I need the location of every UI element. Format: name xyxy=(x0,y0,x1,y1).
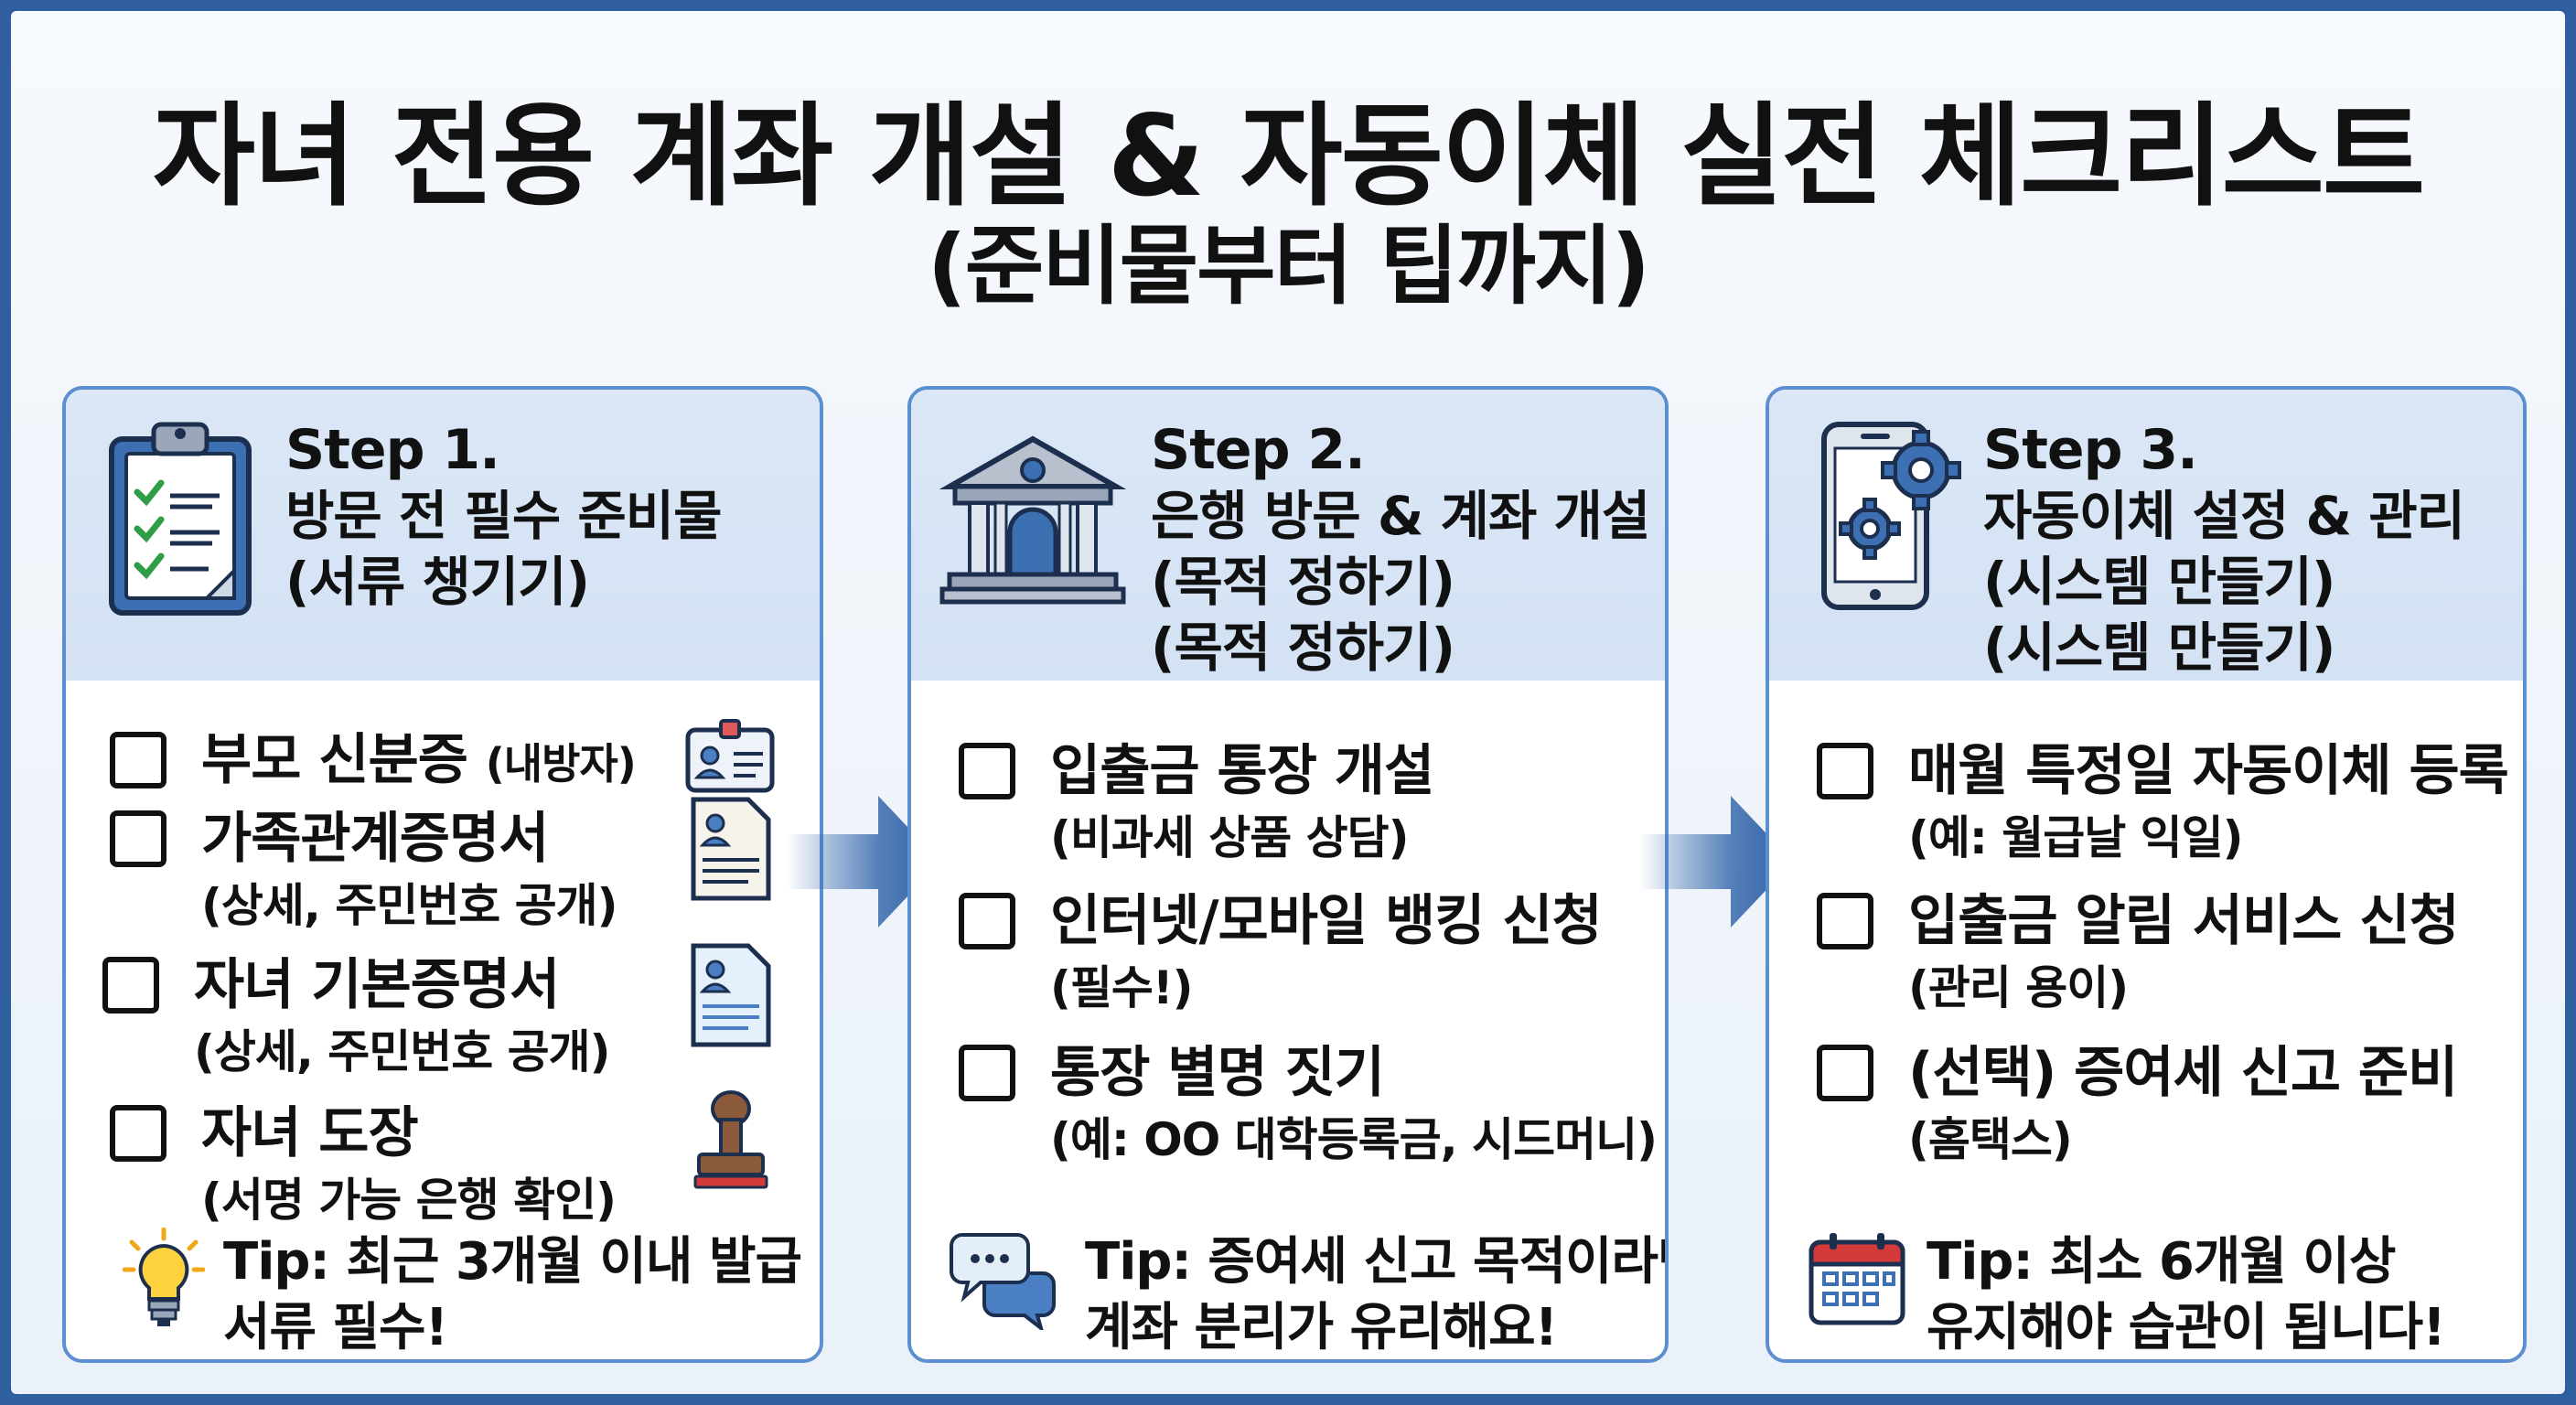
step-subtitle: (목적 정하기) xyxy=(1151,617,1455,679)
clipboard-checklist-icon xyxy=(109,422,252,616)
step-3-tip: Tip: 최소 6개월 이상 유지해야 습관이 됩니다! xyxy=(1927,1229,2446,1359)
checkbox[interactable] xyxy=(102,957,159,1014)
item-label: 입출금 알림 서비스 신청 xyxy=(1908,889,2460,953)
page-subtitle: (준비물부터 팁까지) xyxy=(927,217,1651,316)
tip-line: 계좌 분리가 유리해요! xyxy=(1085,1298,1558,1357)
step-label: Step 1. xyxy=(285,418,500,482)
item-label: 자녀 도장 xyxy=(201,1101,419,1165)
smartphone-gears-icon xyxy=(1821,422,1961,610)
checkbox[interactable] xyxy=(110,1105,166,1162)
step-2-card: Step 2. 은행 방문 & 계좌 개설 (목적 정하기) (목적 정하기) … xyxy=(907,386,1669,1363)
item-note: (비과세 상품 상담) xyxy=(1050,811,1410,864)
chat-bubbles-icon xyxy=(950,1233,1056,1330)
checkbox[interactable] xyxy=(110,810,166,867)
checklist-item[interactable]: 매월 특정일 자동이체 등록 (예: 월급날 익일) xyxy=(1817,735,2512,873)
checkbox[interactable] xyxy=(1817,1045,1873,1101)
item-note: (예: 월급날 익일) xyxy=(1908,811,2244,864)
step-subtitle: (시스템 만들기) xyxy=(1983,617,2335,679)
item-label: 매월 특정일 자동이체 등록 xyxy=(1908,739,2509,803)
item-note: (서명 가능 은행 확인) xyxy=(201,1174,617,1227)
page-title: 자녀 전용 계좌 개설 & 자동이체 실전 체크리스트 xyxy=(152,91,2425,221)
step-1-tip: Tip: 최근 3개월 이내 발급 서류 필수! xyxy=(223,1229,802,1359)
checklist-item[interactable]: 입출금 통장 개설 (비과세 상품 상담) xyxy=(959,735,1654,873)
item-note: (필수!) xyxy=(1050,961,1194,1014)
step-title: 자동이체 설정 & 관리 xyxy=(1983,485,2465,547)
checklist-item[interactable]: 입출금 알림 서비스 신청 (관리 용이) xyxy=(1817,885,2512,1023)
lightbulb-icon xyxy=(123,1228,205,1326)
tip-line: Tip: 최근 3개월 이내 발급 xyxy=(223,1232,802,1292)
checkbox[interactable] xyxy=(959,743,1015,799)
item-note: (내방자) xyxy=(485,739,637,788)
step-3-header: Step 3. 자동이체 설정 & 관리 (시스템 만들기) (시스템 만들기) xyxy=(1769,390,2523,681)
step-1-heading: Step 1. 방문 전 필수 준비물 (서류 챙기기) xyxy=(285,417,722,615)
checkbox[interactable] xyxy=(1817,743,1873,799)
step-label: Step 2. xyxy=(1151,418,1366,482)
calendar-icon xyxy=(1809,1233,1905,1325)
checkbox[interactable] xyxy=(959,1045,1015,1101)
step-subtitle: (목적 정하기) xyxy=(1151,551,1455,613)
item-note: (홈택스) xyxy=(1908,1113,2073,1166)
item-note: (상세, 주민번호 공개) xyxy=(201,879,618,932)
checklist-item[interactable]: 부모 신분증 (내방자) xyxy=(110,724,805,798)
document-icon xyxy=(691,943,771,1047)
step-subtitle: (서류 챙기기) xyxy=(285,551,590,613)
step-3-heading: Step 3. 자동이체 설정 & 관리 (시스템 만들기) (시스템 만들기) xyxy=(1983,417,2465,681)
checkbox[interactable] xyxy=(110,732,166,788)
tip-line: 서류 필수! xyxy=(223,1298,448,1357)
item-label: 입출금 통장 개설 xyxy=(1050,739,1434,803)
infographic-frame: 자녀 전용 계좌 개설 & 자동이체 실전 체크리스트 (준비물부터 팁까지) xyxy=(11,11,2565,1394)
checklist-item[interactable]: 인터넷/모바일 뱅킹 신청 (필수!) xyxy=(959,885,1654,1023)
step-2-heading: Step 2. 은행 방문 & 계좌 개설 (목적 정하기) (목적 정하기) xyxy=(1151,417,1650,681)
stamp-icon xyxy=(693,1090,768,1189)
arrow-right-icon xyxy=(1639,796,1793,928)
item-note: (관리 용이) xyxy=(1908,961,2129,1014)
item-label: 가족관계증명서 xyxy=(201,807,549,871)
step-subtitle: (시스템 만들기) xyxy=(1983,551,2335,613)
checklist-item[interactable]: 가족관계증명서 (상세, 주민번호 공개) xyxy=(110,803,805,940)
document-icon xyxy=(691,797,771,901)
checkbox[interactable] xyxy=(959,893,1015,949)
item-label: (선택) 증여세 신고 준비 xyxy=(1908,1041,2458,1105)
checklist-item[interactable]: 자녀 기본증명서 (상세, 주민번호 공개) xyxy=(102,949,798,1087)
step-2-header: Step 2. 은행 방문 & 계좌 개설 (목적 정하기) (목적 정하기) xyxy=(911,390,1665,681)
checkbox[interactable] xyxy=(1817,893,1873,949)
step-title: 방문 전 필수 준비물 xyxy=(285,485,722,547)
item-note: (예: OO 대학등록금, 시드머니) xyxy=(1050,1113,1658,1166)
checklist-item[interactable]: 통장 별명 짓기 (예: OO 대학등록금, 시드머니) xyxy=(959,1037,1658,1174)
item-label: 부모 신분증 xyxy=(201,728,468,792)
step-3-card: Step 3. 자동이체 설정 & 관리 (시스템 만들기) (시스템 만들기)… xyxy=(1766,386,2527,1363)
item-label: 자녀 기본증명서 xyxy=(194,953,560,1017)
step-1-header: Step 1. 방문 전 필수 준비물 (서류 챙기기) xyxy=(66,390,820,681)
step-1-card: Step 1. 방문 전 필수 준비물 (서류 챙기기) 부모 신분증 (내방자… xyxy=(62,386,823,1363)
step-title: 은행 방문 & 계좌 개설 xyxy=(1151,485,1650,547)
item-label: 통장 별명 짓기 xyxy=(1050,1041,1385,1105)
tip-line: Tip: 최소 6개월 이상 xyxy=(1927,1232,2396,1292)
arrow-right-icon xyxy=(787,796,940,928)
step-2-tip: Tip: 증여세 신고 목적이라면 계좌 분리가 유리해요! xyxy=(1085,1229,1669,1359)
checklist-item[interactable]: 자녀 도장 (서명 가능 은행 확인) xyxy=(110,1098,805,1235)
id-card-icon xyxy=(685,719,775,793)
tip-line: Tip: 증여세 신고 목적이라면 xyxy=(1085,1232,1669,1292)
item-label: 인터넷/모바일 뱅킹 신청 xyxy=(1050,889,1603,953)
bank-building-icon xyxy=(939,435,1127,605)
item-note: (상세, 주민번호 공개) xyxy=(194,1025,611,1078)
step-label: Step 3. xyxy=(1983,418,2198,482)
tip-line: 유지해야 습관이 됩니다! xyxy=(1927,1298,2446,1357)
checklist-item[interactable]: (선택) 증여세 신고 준비 (홈택스) xyxy=(1817,1037,2512,1174)
